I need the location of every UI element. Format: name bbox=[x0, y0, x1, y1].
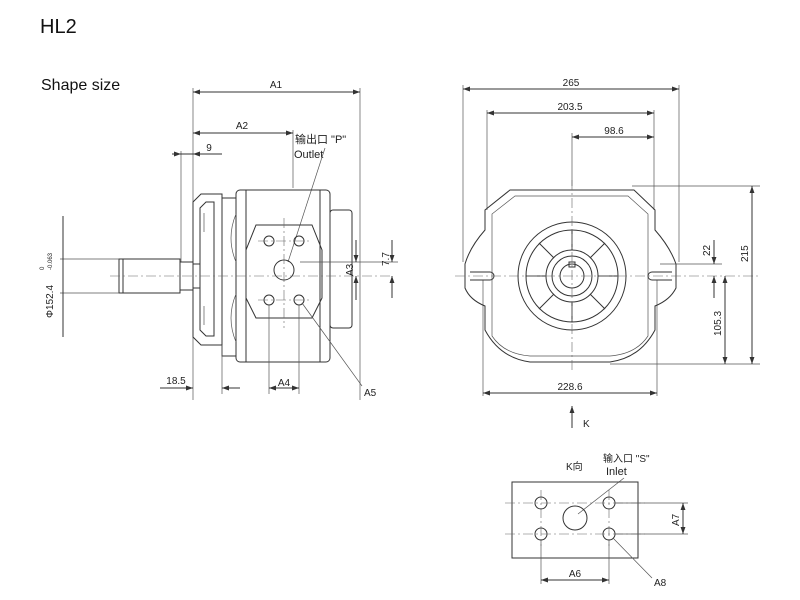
inlet-port-face bbox=[511, 481, 639, 559]
view-k-label: K bbox=[583, 419, 590, 430]
dim-a5-label: A5 bbox=[364, 388, 377, 399]
outlet-label-cn: 输出口 "P" bbox=[295, 132, 346, 146]
dim-a5-leader bbox=[301, 302, 363, 387]
shaft-tol-lower: -0.063 bbox=[48, 252, 54, 270]
side-view: A1 A2 9 输出口 "P" Outlet bbox=[40, 80, 398, 400]
dim-22-label: 22 bbox=[702, 244, 713, 256]
outlet-label-en: Outlet bbox=[294, 149, 323, 161]
k-view-title: K向 bbox=[566, 460, 583, 473]
dim-a8-label: A8 bbox=[654, 578, 667, 589]
dim-shaft-label: Φ152.4 bbox=[45, 285, 56, 318]
dim-203-5-label: 203.5 bbox=[557, 102, 582, 113]
dim-a3-label: A3 bbox=[345, 263, 356, 276]
dim-a2-label: A2 bbox=[236, 121, 249, 132]
dim-265-label: 265 bbox=[563, 78, 580, 89]
dim-7-7-label: 7.7 bbox=[381, 252, 392, 266]
section-subtitle: Shape size bbox=[41, 77, 121, 94]
dim-9-label: 9 bbox=[206, 143, 212, 154]
inlet-label-en: Inlet bbox=[606, 466, 627, 478]
dim-a7-label: A7 bbox=[671, 513, 682, 526]
k-view: K向 输入口 "S" Inlet A7 A6 A8 bbox=[505, 452, 688, 589]
dim-a1-label: A1 bbox=[270, 80, 283, 91]
dim-a4-label: A4 bbox=[278, 378, 291, 389]
front-view: 265 203.5 98.6 bbox=[455, 78, 760, 430]
dim-18-5-label: 18.5 bbox=[166, 376, 186, 387]
inlet-label-cn: 输入口 "S" bbox=[603, 452, 650, 465]
dim-215-label: 215 bbox=[740, 245, 751, 262]
dim-105-3-label: 105.3 bbox=[713, 311, 724, 336]
outlet-port-pad bbox=[245, 224, 323, 319]
inlet-port-hole bbox=[562, 505, 588, 531]
mounting-flange bbox=[192, 193, 223, 346]
dim-a6-label: A6 bbox=[569, 569, 582, 580]
rear-cover bbox=[329, 209, 353, 329]
drawing-title: HL2 bbox=[40, 16, 77, 38]
shaft-tol-upper: 0 bbox=[40, 266, 46, 270]
pump-outline bbox=[464, 189, 677, 363]
dim-98-6-label: 98.6 bbox=[604, 126, 624, 137]
dim-228-6-label: 228.6 bbox=[557, 382, 582, 393]
